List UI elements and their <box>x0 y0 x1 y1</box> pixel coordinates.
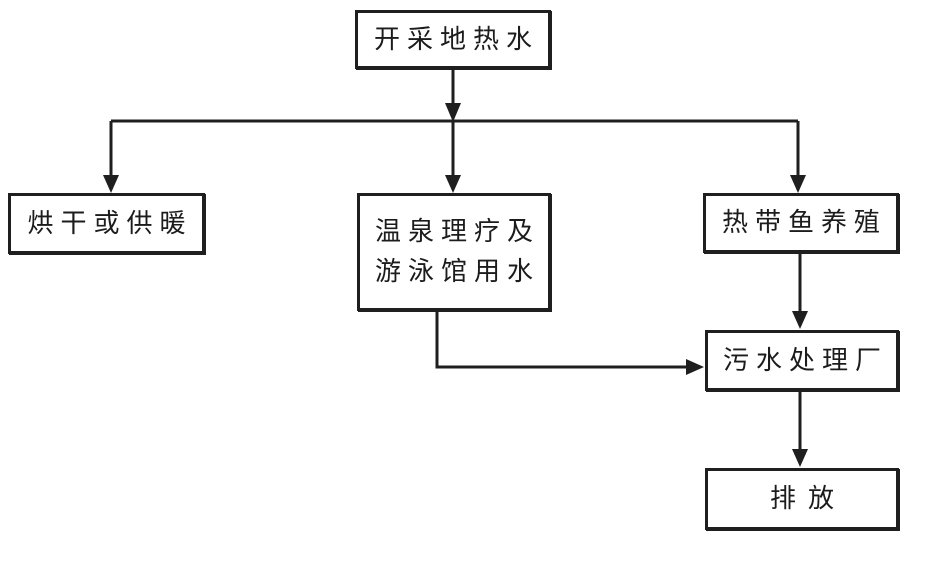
edge-rail-to-fish <box>790 121 806 193</box>
edge-rail-to-drying <box>103 121 119 193</box>
edge-spa-to-sewage <box>435 311 704 375</box>
edge-fish-to-sewage <box>792 253 808 329</box>
node-sewage-treatment-plant: 污水处理厂 <box>705 330 899 391</box>
edge-source-to-rail <box>445 68 461 122</box>
node-tropical-fish-farming: 热带鱼养殖 <box>703 193 899 253</box>
edge-rail-to-spa <box>445 121 461 193</box>
node-discharge: 排放 <box>705 468 899 530</box>
edge-sewage-to-discharge <box>792 391 808 467</box>
node-geothermal-water-extraction: 开采地热水 <box>355 10 551 69</box>
node-drying-or-heating: 烘干或供暖 <box>8 193 205 254</box>
node-hot-spring-therapy-swimming-pool: 温泉理疗及 游泳馆用水 <box>357 193 551 311</box>
